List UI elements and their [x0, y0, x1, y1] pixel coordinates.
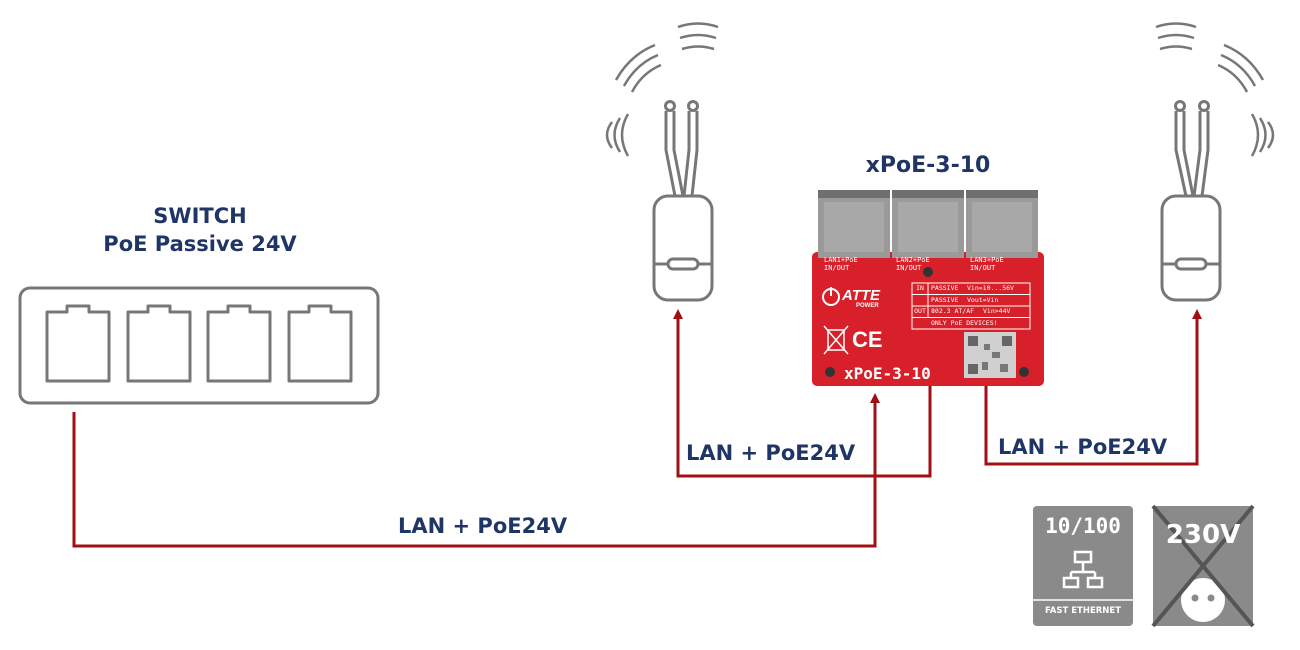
link-label-switch: LAN + PoE24V: [398, 514, 568, 538]
power-plug-icon: [1181, 578, 1225, 622]
spec-r1-c1: IN: [916, 284, 924, 292]
board-spec-table: IN PASSIVE Vin=10...56V PASSIVE Vout=Vin…: [912, 283, 1030, 329]
ce-mark: CE: [852, 327, 883, 352]
spec-r3-c2: 802.3 AT/AF: [931, 307, 975, 315]
fast-ethernet-badge: [1033, 506, 1133, 626]
spec-r1-c3: Vin=10...56V: [967, 284, 1014, 292]
link-label-ap-right: LAN + PoE24V: [998, 435, 1168, 459]
spec-table-grid: [911, 282, 1031, 330]
switch-title-line2: PoE Passive 24V: [103, 232, 297, 256]
weee-bin-icon: [823, 325, 849, 355]
board-port-label-2: LAN2+PoE IN/OUT: [896, 256, 930, 272]
switch-port-1: [45, 304, 111, 383]
board-port-label-3: LAN3+PoE IN/OUT: [970, 256, 1004, 272]
board-name-silkscreen: xPoE-3-10: [844, 364, 931, 383]
access-point-left-icon: [605, 22, 719, 302]
badge-230v-value: 230V: [1165, 520, 1241, 550]
link-switch-to-device: [72, 393, 880, 548]
spec-r3-c1: OUT: [914, 307, 926, 315]
no-230v-badge: [1151, 504, 1255, 628]
switch-port-2: [126, 304, 192, 383]
spec-r4-c1: [912, 318, 928, 330]
board-port-label-1: LAN1+PoE IN/OUT: [824, 256, 858, 272]
switch-title: SWITCH PoE Passive 24V: [60, 202, 340, 258]
link-label-ap-left: LAN + PoE24V: [686, 441, 856, 465]
board-brand-name: ATTE: [842, 287, 881, 304]
board-jack-3: [966, 190, 1038, 258]
access-point-right-icon: [1155, 22, 1275, 302]
spec-r4-c2: ONLY PoE DEVICES!: [931, 318, 998, 327]
spec-r2-c3: Vout=Vin: [967, 295, 999, 304]
badge-speed-value: 10/100: [1045, 514, 1121, 538]
board-jack-1: [818, 190, 890, 258]
spec-r3-c3: Vin>44V: [983, 307, 1011, 315]
switch-icon: [18, 286, 380, 405]
device-title: xPoE-3-10: [865, 153, 991, 178]
link-device-to-ap-right: [984, 309, 1202, 466]
board-jack-2: [892, 190, 964, 258]
xpoe-board-image: [812, 190, 1044, 386]
spec-r1-c2: PASSIVE: [931, 284, 959, 292]
qr-code-image: [964, 332, 1016, 378]
switch-title-line1: SWITCH: [153, 204, 247, 228]
switch-port-4: [287, 304, 353, 383]
link-device-to-ap-left: [673, 309, 932, 478]
network-icon: [1062, 550, 1104, 589]
badge-speed-caption: FAST ETHERNET: [1044, 606, 1122, 616]
spec-r2-c1: [912, 295, 928, 307]
board-brand-sub: POWER: [856, 303, 879, 309]
spec-r2-c2: PASSIVE: [931, 295, 959, 304]
board-brand: ATTE POWER: [842, 288, 880, 310]
switch-port-3: [206, 304, 272, 383]
